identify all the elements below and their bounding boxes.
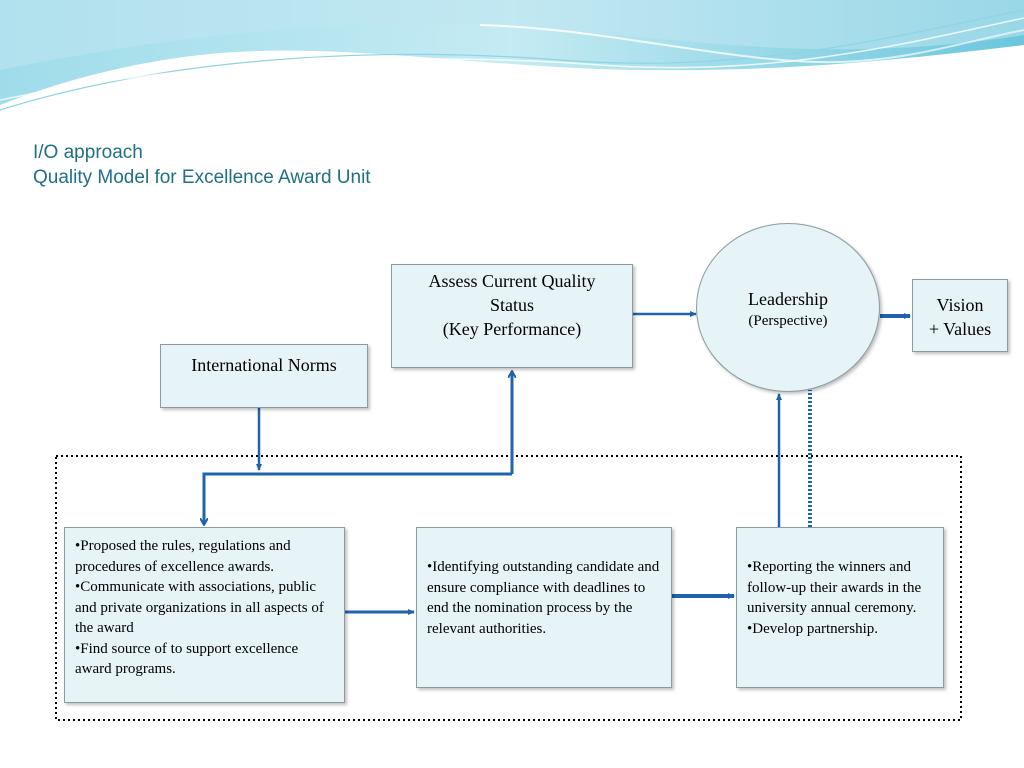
left-item-1: •Proposed the rules, regulations and pro…	[75, 538, 291, 575]
assess-line2: Status	[489, 295, 534, 315]
leadership-circle: Leadership (Perspective)	[696, 223, 880, 392]
process-group-border	[55, 455, 962, 721]
vision-line2: + Values	[928, 319, 992, 339]
assess-quality-box: Assess Current Quality Status (Key Perfo…	[391, 264, 633, 368]
assess-line3: (Key Performance)	[442, 319, 582, 339]
right-item-2: •Develop partnership.	[747, 620, 879, 637]
vision-values-box: Vision + Values	[912, 279, 1008, 352]
slide-title-line2: Quality Model for Excellence Award Unit	[33, 167, 371, 188]
header-wave-decoration	[0, 0, 1024, 111]
middle-process-box: •Identifying outstanding candidate and e…	[416, 527, 672, 688]
norms-label: International Norms	[191, 355, 337, 375]
left-process-box: •Proposed the rules, regulations and pro…	[64, 527, 345, 703]
leadership-sub: (Perspective)	[748, 313, 828, 329]
slide-title-line1: I/O approach	[33, 142, 143, 163]
left-item-2: •Communicate with associations, public a…	[75, 579, 324, 636]
right-item-1: •Reporting the winners and follow-up the…	[747, 559, 922, 616]
international-norms-box: International Norms	[160, 344, 368, 408]
assess-line1: Assess Current Quality	[428, 271, 596, 291]
leadership-label: Leadership	[748, 289, 828, 309]
right-process-box: •Reporting the winners and follow-up the…	[736, 527, 944, 688]
left-item-3: •Find source of to support excellence aw…	[75, 640, 299, 678]
vision-line1: Vision	[936, 295, 984, 315]
arrow-junction-to-left-box	[204, 472, 512, 524]
middle-item-1: •Identifying outstanding candidate and e…	[427, 559, 660, 637]
